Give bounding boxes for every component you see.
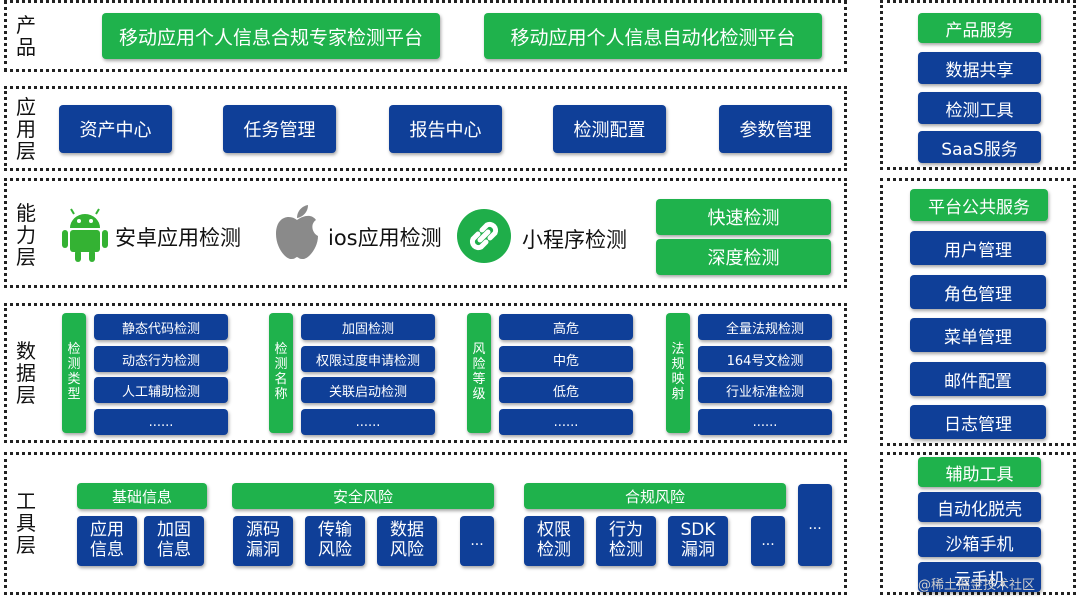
saas-service-box: SaaS服务 xyxy=(918,131,1041,163)
platform-services-header: 平台公共服务 xyxy=(910,189,1048,221)
aux-tools-header: 辅助工具 xyxy=(918,457,1041,487)
application-layer-panel xyxy=(4,86,847,171)
application-layer-label: 应 用 层 xyxy=(16,95,36,163)
asset-center-box: 资产中心 xyxy=(59,105,172,153)
android-detection-label: 安卓应用检测 xyxy=(115,226,241,250)
product-services-header: 产品服务 xyxy=(918,13,1041,43)
low-risk-box: 低危 xyxy=(499,377,633,403)
menu-management-box: 菜单管理 xyxy=(910,318,1046,352)
android-icon xyxy=(62,208,108,262)
cloud-phone-box: 云手机 xyxy=(918,562,1041,592)
hardening-info-box: 加固信息 xyxy=(144,516,204,566)
industry-standard-detection-box: 行业标准检测 xyxy=(698,377,832,403)
medium-risk-box: 中危 xyxy=(499,346,633,372)
app-info-box: 应用信息 xyxy=(77,516,137,566)
source-code-vulnerability-box: 源码漏洞 xyxy=(233,516,293,566)
product-expert-platform: 移动应用个人信息合规专家检测平台 xyxy=(102,13,440,59)
detection-name-tag: 检 测 名 称 xyxy=(269,313,293,433)
auto-unpack-box: 自动化脱壳 xyxy=(918,492,1041,522)
regulation-mapping-tag: 法 规 映 射 xyxy=(666,313,690,433)
doc-164-detection-box: 164号文检测 xyxy=(698,346,832,372)
data-sharing-box: 数据共享 xyxy=(918,52,1041,84)
security-more-box: ... xyxy=(460,516,494,566)
compliance-risk-header: 合规风险 xyxy=(524,483,786,509)
product-auto-platform: 移动应用个人信息自动化检测平台 xyxy=(484,13,822,59)
deep-detection-box: 深度检测 xyxy=(656,239,831,275)
product-layer-panel xyxy=(4,0,847,72)
permission-detection-box: 权限检测 xyxy=(524,516,584,566)
parameter-management-box: 参数管理 xyxy=(719,105,832,153)
product-layer-label: 产 品 xyxy=(16,13,36,59)
regulation-more-box: ...... xyxy=(698,409,832,435)
detection-type-tag: 检 测 类 型 xyxy=(62,313,86,433)
tool-layer-panel xyxy=(4,452,847,595)
product-services-panel xyxy=(880,0,1076,170)
task-management-box: 任务管理 xyxy=(223,105,336,153)
risk-level-tag: 风 险 等 级 xyxy=(467,313,491,433)
user-management-box: 用户管理 xyxy=(910,231,1046,265)
static-code-detection-box: 静态代码检测 xyxy=(94,314,228,340)
quick-detection-box: 快速检测 xyxy=(656,199,831,235)
tool-layer-label: 工 具 层 xyxy=(16,489,36,557)
data-layer-label: 数 据 层 xyxy=(16,339,36,407)
tool-extra-more-box: ... xyxy=(798,484,832,566)
sandbox-phone-box: 沙箱手机 xyxy=(918,527,1041,557)
ios-detection-label: ios应用检测 xyxy=(328,226,442,250)
aux-tools-panel xyxy=(880,452,1076,595)
compliance-more-box: ... xyxy=(751,516,785,566)
report-center-box: 报告中心 xyxy=(389,105,502,153)
apple-icon xyxy=(276,205,318,260)
high-risk-box: 高危 xyxy=(499,314,633,340)
data-layer-panel xyxy=(4,303,847,443)
manual-assisted-detection-box: 人工辅助检测 xyxy=(94,377,228,403)
transmission-risk-box: 传输风险 xyxy=(305,516,365,566)
detection-type-more-box: ...... xyxy=(94,409,228,435)
mini-program-icon xyxy=(457,209,511,263)
risk-level-more-box: ...... xyxy=(499,409,633,435)
security-risk-header: 安全风险 xyxy=(232,483,494,509)
data-risk-box: 数据风险 xyxy=(377,516,437,566)
associated-launch-detection-box: 关联启动检测 xyxy=(301,377,435,403)
detection-tools-box: 检测工具 xyxy=(918,92,1041,124)
behavior-detection-box: 行为检测 xyxy=(596,516,656,566)
watermark: @稀土掘金技术社区 xyxy=(918,578,1036,593)
basic-info-header: 基础信息 xyxy=(77,483,207,509)
role-management-box: 角色管理 xyxy=(910,275,1046,309)
detection-config-box: 检测配置 xyxy=(553,105,666,153)
log-management-box: 日志管理 xyxy=(910,405,1046,439)
capability-layer-label: 能 力 层 xyxy=(16,201,36,269)
dynamic-behavior-detection-box: 动态行为检测 xyxy=(94,346,228,372)
full-regulation-detection-box: 全量法规检测 xyxy=(698,314,832,340)
hardening-detection-box: 加固检测 xyxy=(301,314,435,340)
platform-services-panel xyxy=(880,178,1076,446)
excess-permission-detection-box: 权限过度申请检测 xyxy=(301,346,435,372)
capability-layer-panel xyxy=(4,178,847,288)
mini-program-detection-label: 小程序检测 xyxy=(522,228,627,252)
detection-name-more-box: ...... xyxy=(301,409,435,435)
email-config-box: 邮件配置 xyxy=(910,362,1046,396)
